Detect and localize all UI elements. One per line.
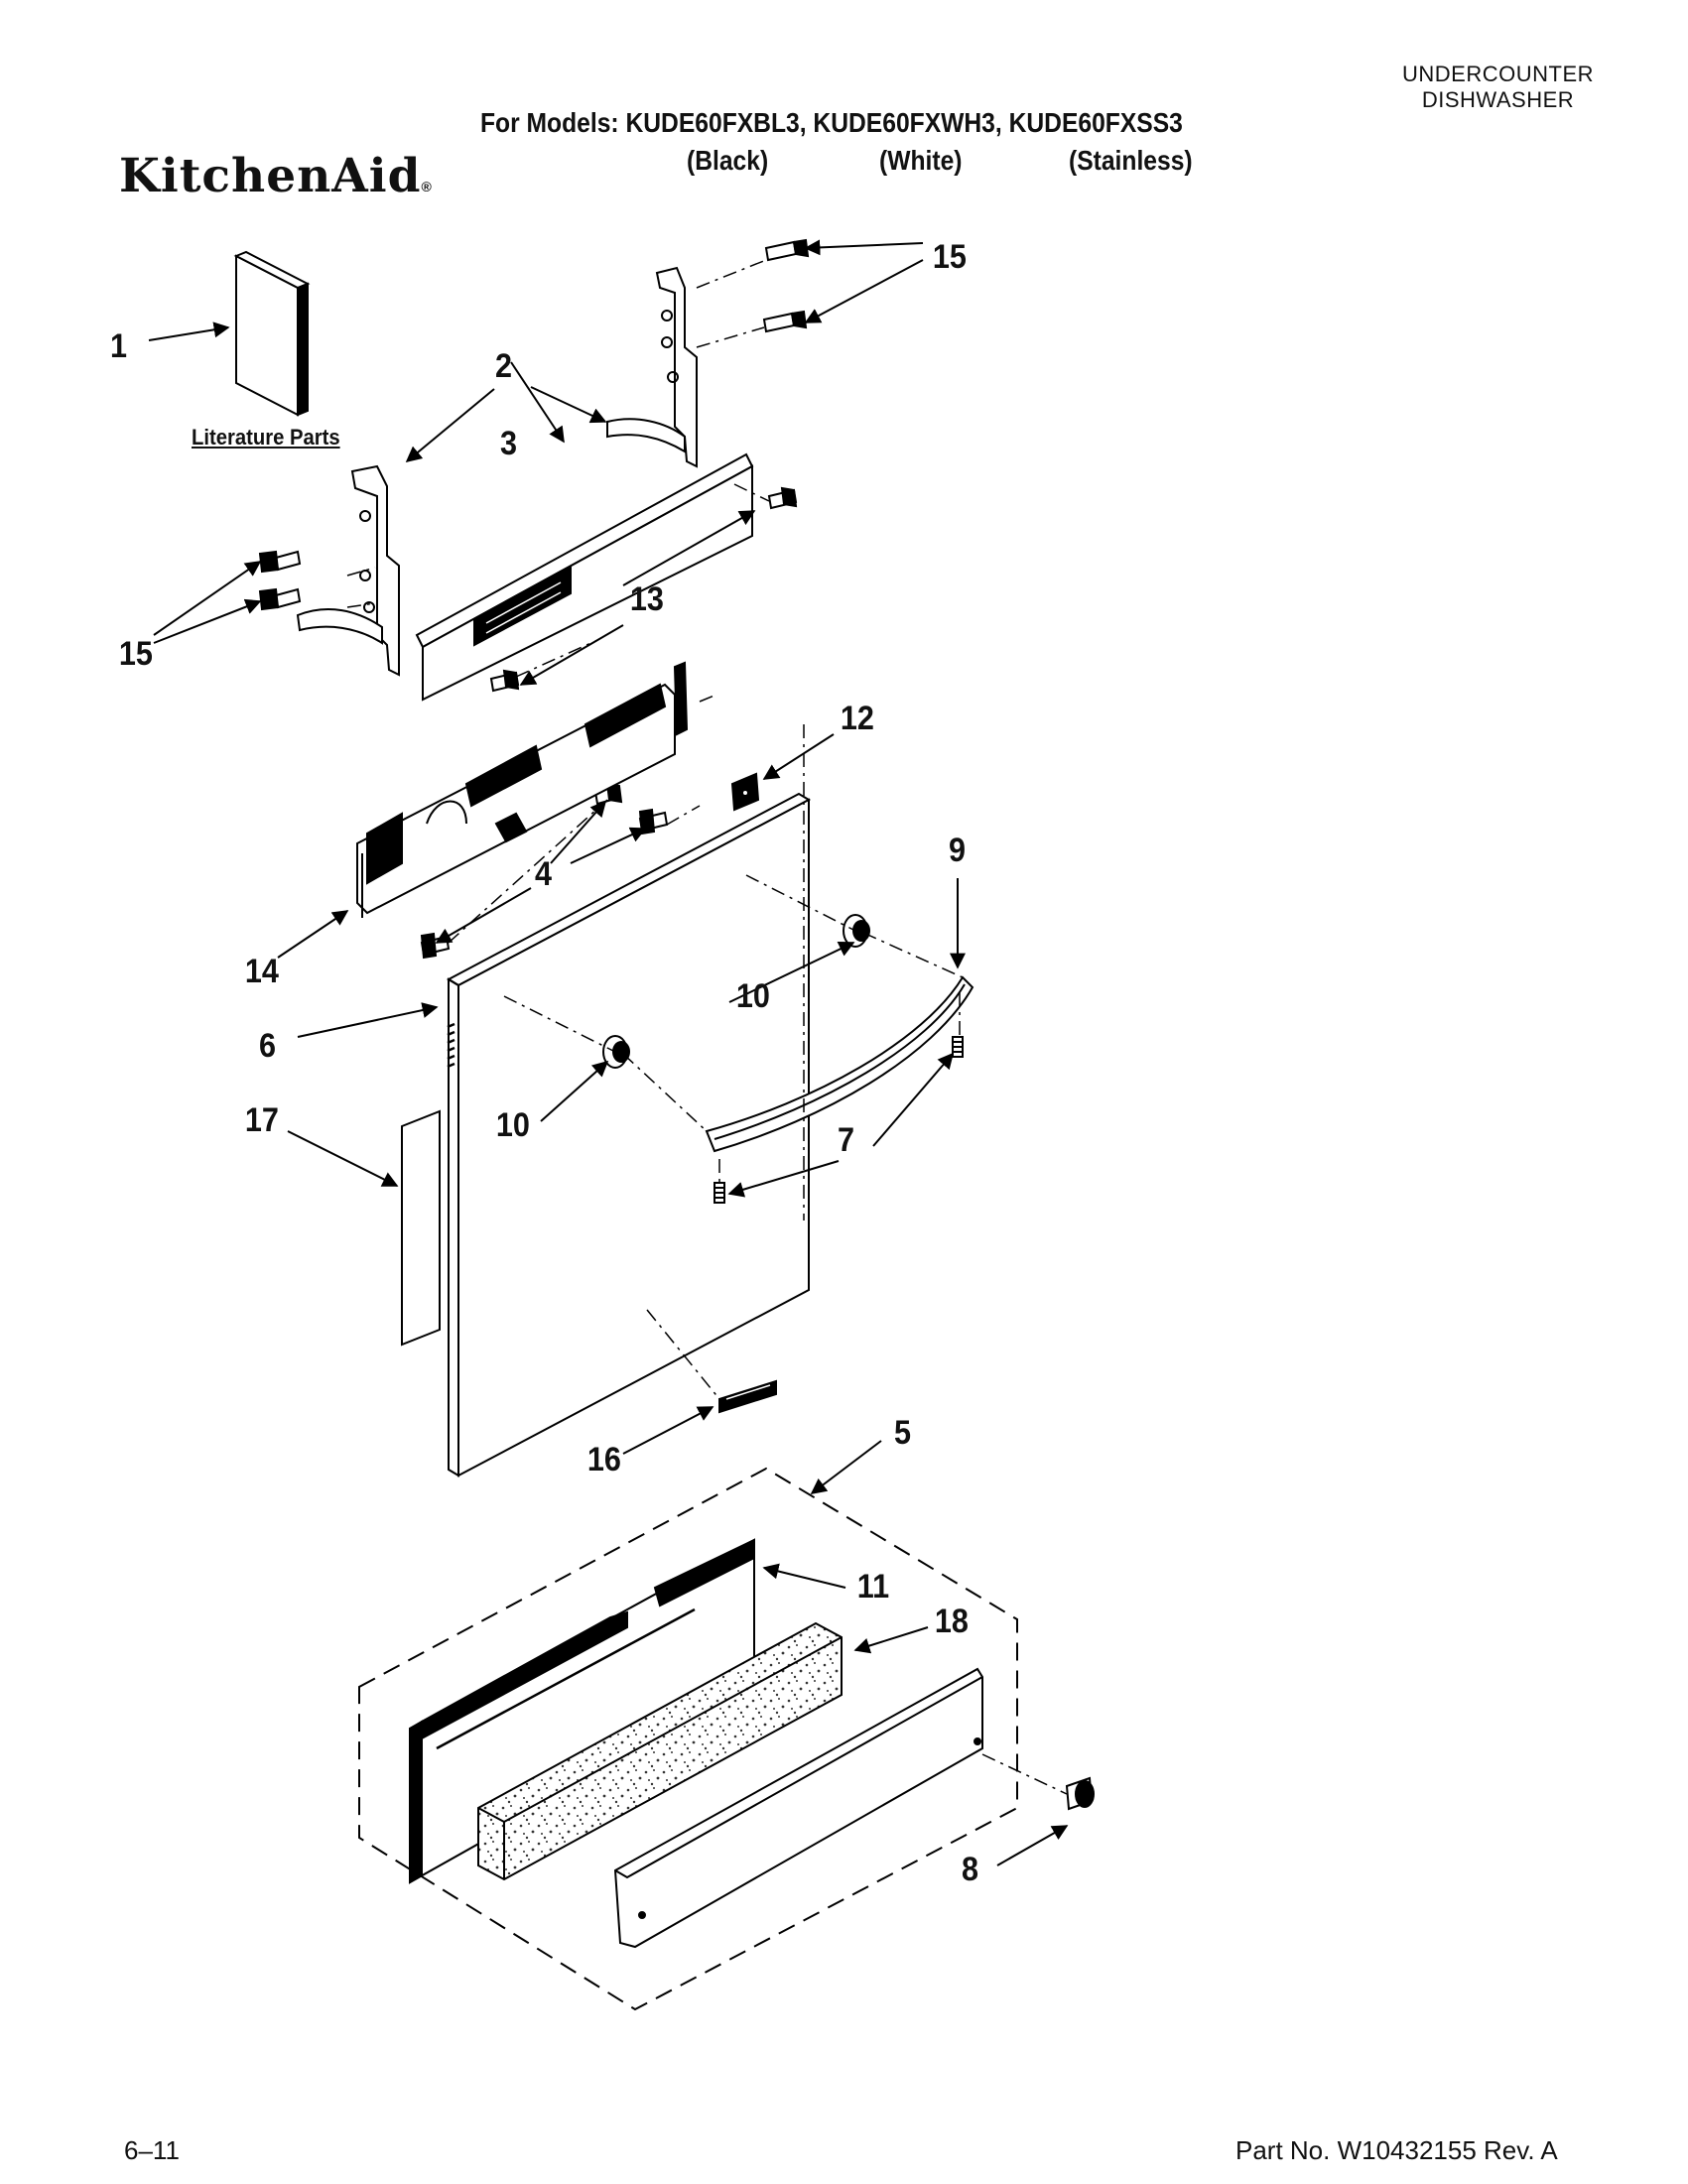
clip-part-8 <box>1065 1776 1095 1811</box>
callout-6: 6 <box>258 1027 276 1065</box>
leader-18 <box>853 1626 929 1654</box>
document-type-line1: UNDERCOUNTER <box>1402 62 1594 86</box>
callout-18: 18 <box>934 1603 969 1640</box>
insulation-sheet-part <box>401 1109 441 1347</box>
callout-12: 12 <box>840 700 874 737</box>
callout-15-left: 15 <box>118 635 153 673</box>
callout-2: 2 <box>494 347 512 385</box>
callout-11: 11 <box>856 1568 890 1606</box>
screw-part-15d <box>258 587 302 611</box>
variant-black: (Black) <box>687 145 769 176</box>
brand-registered-mark: ® <box>421 179 433 194</box>
leader-17 <box>287 1130 399 1187</box>
models-label: For Models: KUDE60FXBL3, KUDE60FXWH3, KU… <box>480 107 1183 138</box>
leader-6 <box>297 1002 439 1038</box>
brand-name: KitchenAid <box>119 149 422 203</box>
callout-3: 3 <box>499 425 517 462</box>
badge-part-16 <box>718 1379 777 1414</box>
literature-parts-label: Literature Parts <box>192 425 340 450</box>
leader-15c <box>153 561 262 636</box>
callout-4: 4 <box>534 855 552 893</box>
leader-10b <box>540 1060 609 1122</box>
screw-part-13a <box>767 486 798 510</box>
leader-15d <box>153 598 262 644</box>
brand-logo: KitchenAid® <box>119 149 433 203</box>
handle-part-9 <box>705 975 974 1153</box>
leader-16 <box>622 1406 714 1455</box>
callout-17: 17 <box>244 1101 279 1139</box>
callout-8: 8 <box>961 1851 978 1888</box>
document-type-line2: DISHWASHER <box>1421 87 1575 112</box>
leader-15a <box>804 239 924 256</box>
toe-kick-assembly-outline <box>358 1467 1018 2011</box>
leader-4a <box>550 800 607 864</box>
right-mounting-bracket-part <box>606 266 698 468</box>
door-panel-part <box>446 792 812 1477</box>
callout-1: 1 <box>109 327 127 365</box>
handle-mount-part-10a <box>843 914 870 948</box>
leader-12 <box>762 733 835 780</box>
callout-10-right: 10 <box>735 977 770 1015</box>
leader-2a <box>405 388 495 463</box>
kick-plate-part <box>613 1667 983 1949</box>
callout-5: 5 <box>893 1414 911 1452</box>
control-module-part <box>356 661 689 918</box>
leader-11 <box>762 1563 846 1589</box>
leader-10a <box>728 942 855 1003</box>
left-mounting-bracket-part <box>296 464 400 677</box>
set-screw-part-7b <box>714 1182 725 1204</box>
foam-block-part-18 <box>477 1621 843 1881</box>
callout-13: 13 <box>629 580 664 618</box>
leader-4b <box>570 827 647 864</box>
leader-13b <box>519 624 624 686</box>
leader-8 <box>996 1825 1069 1866</box>
document-type: UNDERCOUNTER DISHWASHER <box>1402 62 1594 113</box>
leader-4c <box>435 887 532 944</box>
leader-5 <box>810 1440 882 1494</box>
leader-7b <box>727 1160 840 1198</box>
variant-white: (White) <box>879 145 963 176</box>
screw-part-13b <box>489 669 520 693</box>
literature-booklet-part <box>233 250 311 417</box>
set-screw-part-7a <box>952 1036 964 1058</box>
console-panel-part <box>415 452 754 702</box>
callout-16: 16 <box>586 1441 621 1478</box>
screw-part-15b <box>762 310 808 333</box>
leader-13a <box>622 510 756 586</box>
screw-part-15a <box>764 238 810 262</box>
callout-15-top: 15 <box>932 238 967 276</box>
leader-7a <box>872 1052 955 1147</box>
leader-14 <box>277 910 349 959</box>
page-number: 6–11 <box>124 2135 180 2165</box>
leader-3 <box>510 361 565 444</box>
clip-part-12 <box>730 772 760 812</box>
callout-10-left: 10 <box>495 1106 530 1144</box>
leader-1 <box>148 321 230 341</box>
callout-7: 7 <box>837 1121 854 1159</box>
part-number: Part No. W10432155 Rev. A <box>1235 2135 1558 2165</box>
leader-15b <box>804 259 924 323</box>
callout-9: 9 <box>948 832 966 869</box>
kick-panel-part-11 <box>409 1538 755 1884</box>
screw-part-15c <box>258 550 302 574</box>
variant-stainless: (Stainless) <box>1069 145 1193 176</box>
callout-14: 14 <box>244 953 279 990</box>
leader-2b <box>530 386 607 424</box>
